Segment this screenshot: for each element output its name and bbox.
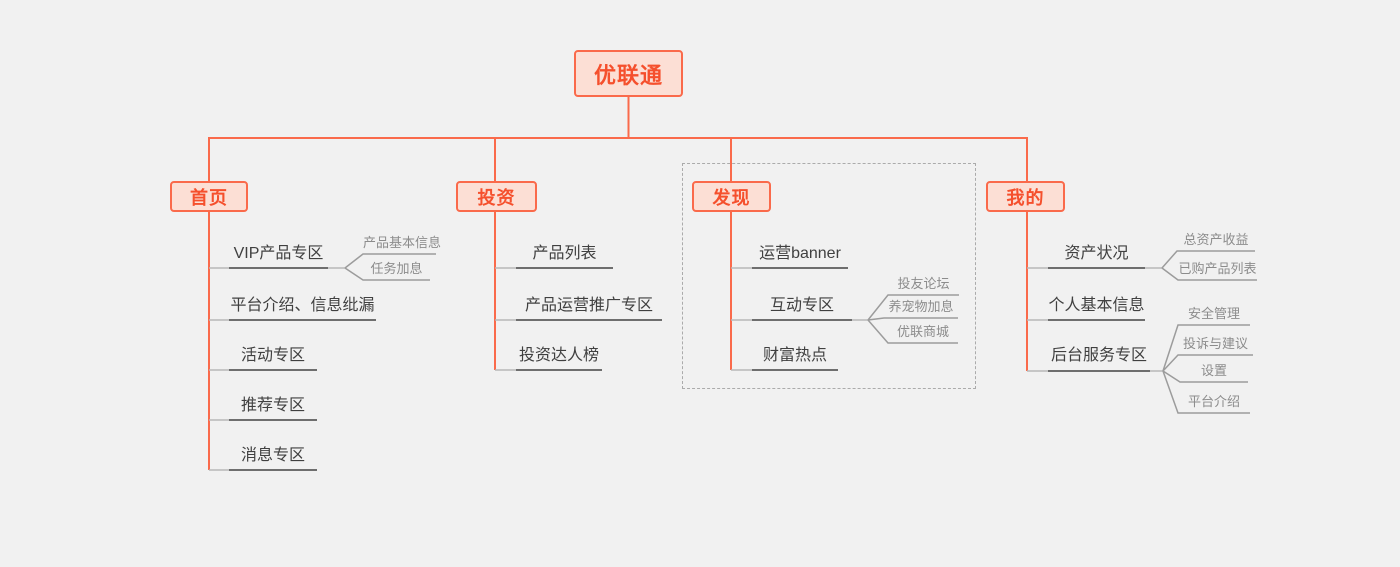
leaf-security-management[interactable]: 安全管理 (1187, 306, 1240, 321)
item-activity-zone[interactable]: 活动专区 (240, 347, 305, 364)
leaf-product-basic-info[interactable]: 产品基本信息 (363, 235, 442, 250)
item-asset-status[interactable]: 资产状况 (1064, 245, 1129, 262)
discover-highlight-region (682, 163, 976, 389)
item-investor-ranking[interactable]: 投资达人榜 (518, 347, 599, 364)
leaf-investor-forum[interactable]: 投友论坛 (897, 276, 950, 291)
root-node[interactable]: 优联通 (574, 50, 683, 97)
item-message-zone[interactable]: 消息专区 (240, 447, 305, 464)
leaf-total-asset-earnings[interactable]: 总资产收益 (1183, 232, 1249, 247)
item-product-list[interactable]: 产品列表 (532, 245, 597, 262)
item-operation-banner[interactable]: 运营banner (759, 245, 841, 262)
branch-node-home[interactable]: 首页 (170, 181, 248, 212)
leaf-purchased-product-list[interactable]: 已购产品列表 (1178, 261, 1257, 276)
leaf-complaints-suggestions[interactable]: 投诉与建议 (1182, 336, 1248, 351)
branch-node-invest[interactable]: 投资 (456, 181, 537, 212)
item-backend-service-zone[interactable]: 后台服务专区 (1050, 347, 1147, 364)
item-wealth-hotspots[interactable]: 财富热点 (762, 347, 827, 364)
item-product-promo-zone[interactable]: 产品运营推广专区 (524, 297, 653, 314)
leaf-task-interest-bonus[interactable]: 任务加息 (370, 261, 423, 276)
branch-node-mine[interactable]: 我的 (986, 181, 1065, 212)
item-vip-products[interactable]: VIP产品专区 (233, 245, 324, 262)
item-interaction-zone[interactable]: 互动专区 (769, 297, 834, 314)
leaf-pet-interest-bonus[interactable]: 养宠物加息 (888, 299, 954, 314)
leaf-settings[interactable]: 设置 (1200, 363, 1227, 378)
item-recommend-zone[interactable]: 推荐专区 (240, 397, 305, 414)
leaf-platform-intro[interactable]: 平台介绍 (1187, 394, 1240, 409)
item-platform-intro-disclosure[interactable]: 平台介绍、信息纰漏 (230, 297, 375, 314)
item-personal-basic-info[interactable]: 个人基本信息 (1048, 297, 1145, 314)
leaf-youlian-mall[interactable]: 优联商城 (896, 324, 949, 339)
branch-node-discover[interactable]: 发现 (692, 181, 771, 212)
